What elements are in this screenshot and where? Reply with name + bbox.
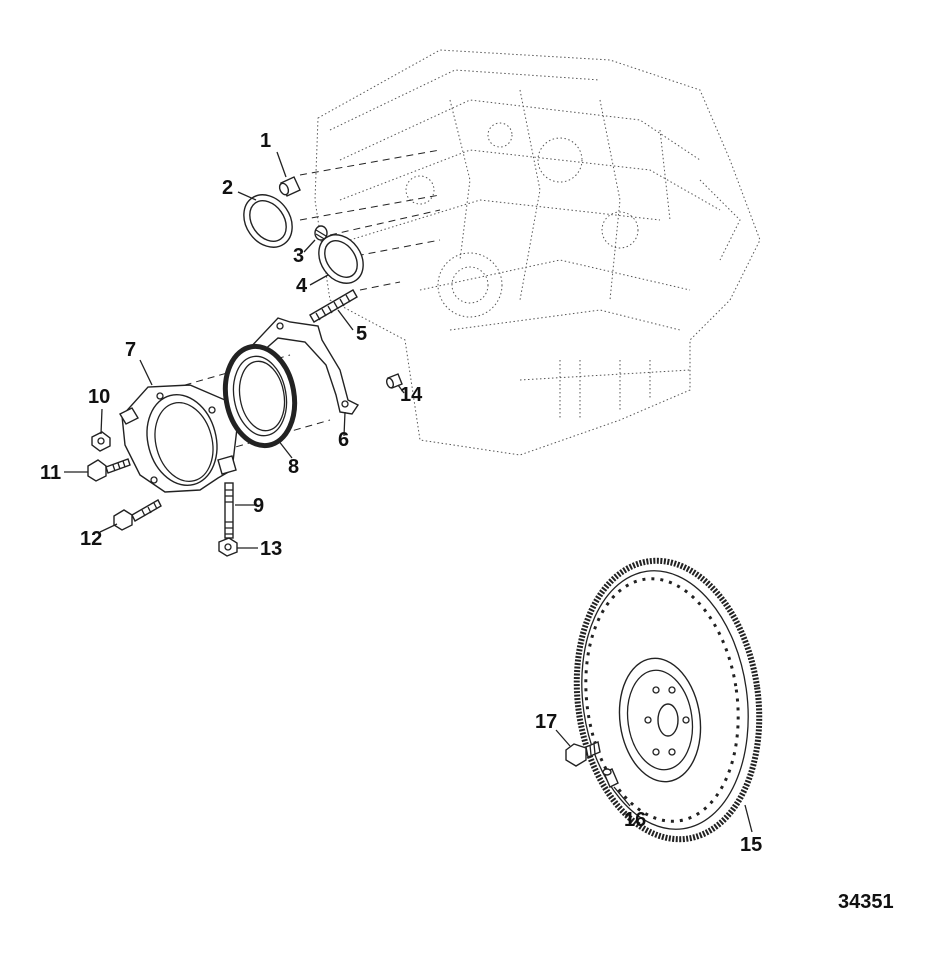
stud-9 <box>224 482 234 539</box>
seal-ring-2 <box>243 194 293 248</box>
stud-5 <box>309 289 358 323</box>
callout-15: 15 <box>740 834 762 856</box>
nut-13 <box>218 537 238 557</box>
pin-1 <box>278 176 301 197</box>
bolt-12 <box>113 499 162 531</box>
rear-main-seal-8 <box>222 343 298 449</box>
figure-number: 34351 <box>838 891 894 913</box>
callout-6: 6 <box>338 429 349 451</box>
dowel-14 <box>386 373 403 389</box>
nut-10 <box>91 431 111 452</box>
callout-8: 8 <box>288 456 299 478</box>
bolt-11 <box>87 458 131 482</box>
callout-14: 14 <box>400 384 423 406</box>
callout-4: 4 <box>296 275 308 297</box>
dowel-pin-16 <box>602 768 619 788</box>
callout-7: 7 <box>125 339 136 361</box>
callout-labels: 1 2 3 4 5 6 7 8 9 10 11 12 13 14 15 16 1… <box>40 130 762 856</box>
callout-9: 9 <box>253 495 264 517</box>
callout-3: 3 <box>293 245 304 267</box>
callout-5: 5 <box>356 323 367 345</box>
seal-housing-7 <box>119 384 239 493</box>
callout-11: 11 <box>40 462 61 484</box>
flywheel-15 <box>573 557 763 843</box>
seal-ring-4 <box>318 234 364 284</box>
callout-12: 12 <box>80 528 102 550</box>
engine-block <box>314 49 761 456</box>
flywheel-bolt-17 <box>565 741 601 767</box>
leader-lines <box>64 151 753 833</box>
callout-10: 10 <box>88 386 110 408</box>
callout-17: 17 <box>535 711 557 733</box>
callout-16: 16 <box>624 809 646 831</box>
callout-13: 13 <box>260 538 282 560</box>
callout-2: 2 <box>222 177 233 199</box>
callout-1: 1 <box>260 130 271 152</box>
